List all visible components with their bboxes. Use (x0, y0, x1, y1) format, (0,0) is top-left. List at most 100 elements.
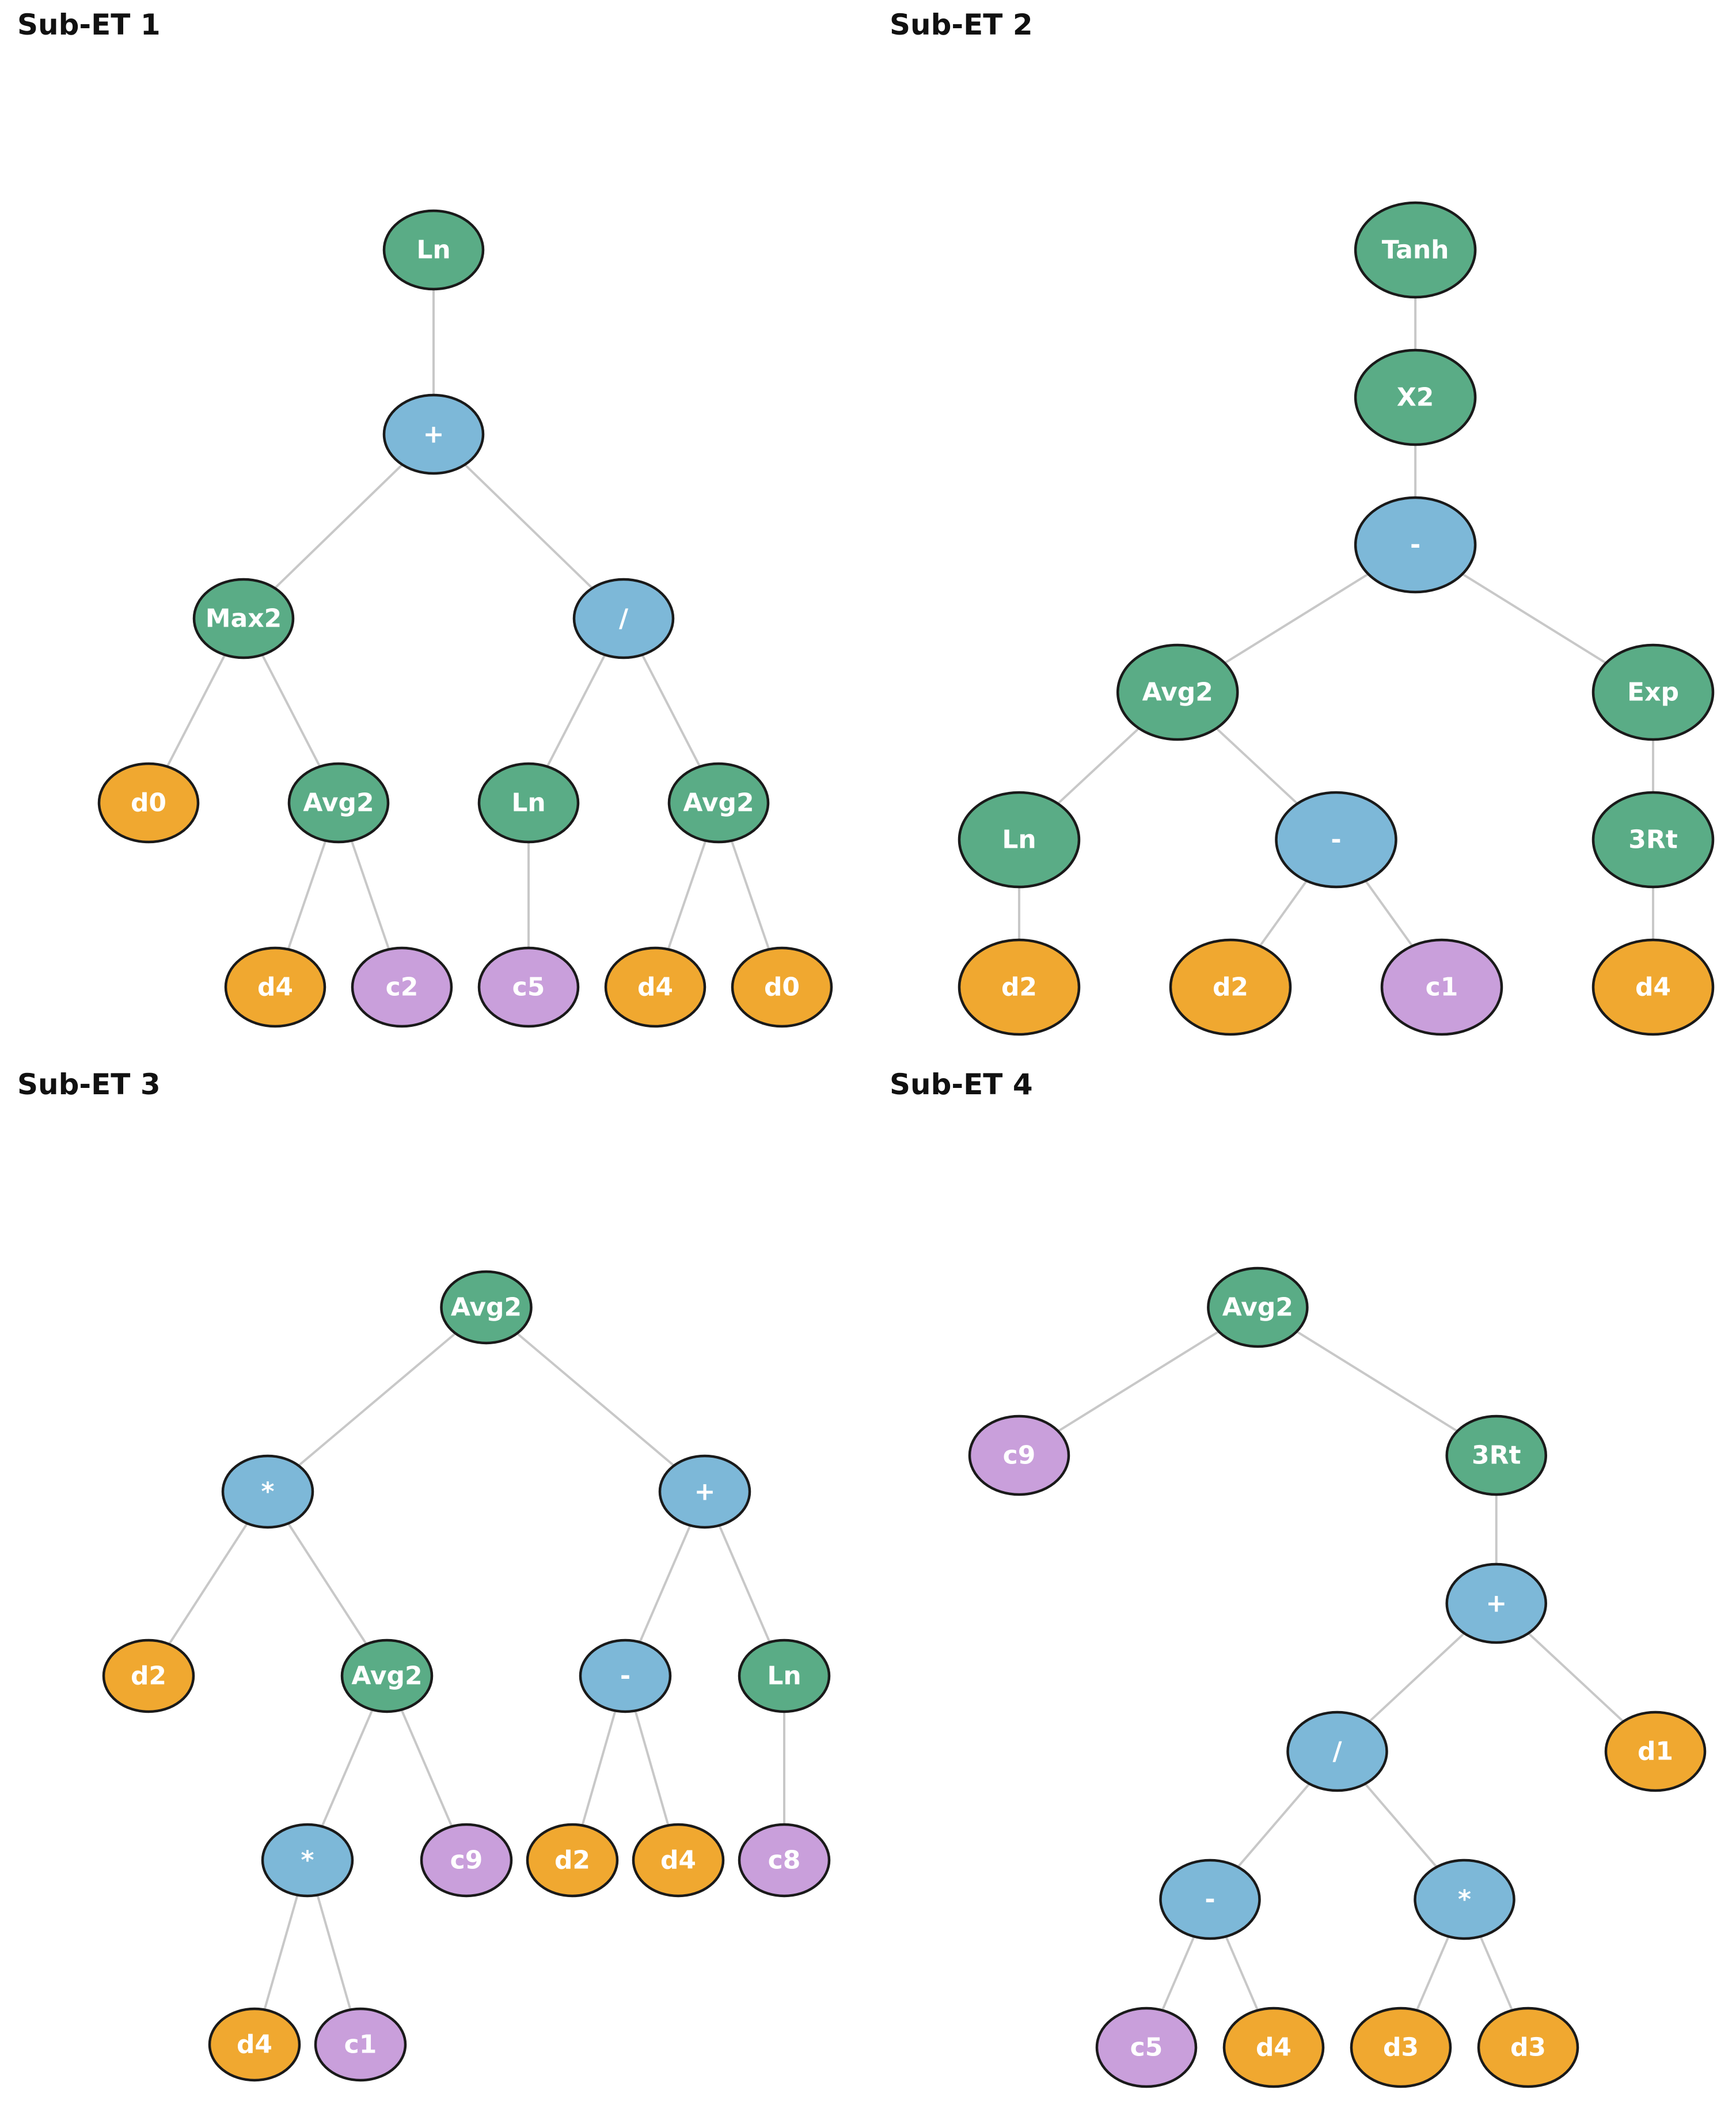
node-label: d3 (1510, 2033, 1546, 2062)
node-max2: Max2 (192, 578, 295, 659)
node-shape-function (667, 762, 770, 844)
node-label: c5 (1130, 2033, 1163, 2062)
node-label: * (1458, 1885, 1471, 1914)
tree-edge (1479, 1936, 1514, 2011)
node-c5: c5 (1095, 2007, 1198, 2088)
tree-edge (287, 1523, 368, 1645)
tree-edge (263, 1894, 299, 2011)
tree-edge (1057, 1330, 1220, 1432)
node-shape-operator (572, 578, 675, 659)
node-label: d4 (1256, 2033, 1291, 2062)
node-shape-variable (958, 938, 1081, 1036)
node-d4: d4 (632, 1823, 725, 1898)
node-avg2: Avg2 (287, 762, 390, 844)
node-shape-operator (261, 1823, 354, 1898)
node-shape-variable (526, 1823, 619, 1898)
tree-edge (261, 654, 321, 767)
node-divide: / (1286, 1710, 1388, 1792)
tree-edge (634, 1710, 670, 1826)
node-avg2: Avg2 (440, 1270, 533, 1345)
node-label: d1 (1638, 1737, 1673, 1766)
node-exp: Exp (1591, 643, 1715, 741)
node-label: / (1332, 1737, 1342, 1766)
node-label: Ln (511, 788, 545, 818)
node-shape-function (477, 762, 580, 844)
node-times: * (1414, 1859, 1515, 1940)
edge-layer (1018, 297, 1654, 947)
tree-edge (1365, 880, 1414, 947)
tree-edge (1259, 880, 1308, 947)
tree-edge (1461, 572, 1607, 665)
node-shape-variable (604, 946, 706, 1028)
node-label: c9 (450, 1846, 483, 1875)
node-avg2: Avg2 (667, 762, 770, 844)
node-c1: c1 (314, 2007, 407, 2082)
node-shape-operator (1445, 1562, 1547, 1644)
node-shape-operator (1354, 496, 1477, 594)
node-minus: - (1354, 496, 1477, 594)
tree-edge (667, 840, 707, 950)
node-shape-operator (658, 1454, 751, 1529)
node-plus: + (658, 1454, 751, 1529)
node-label: d2 (1213, 973, 1248, 1002)
node-avg2: Avg2 (340, 1639, 434, 1713)
node-label: d4 (660, 1846, 696, 1875)
node-shape-operator (1414, 1859, 1515, 1940)
node-label: d0 (131, 788, 166, 818)
node-d2: d2 (1169, 938, 1292, 1036)
node-label: Avg2 (451, 1293, 522, 1322)
node-d4: d4 (1591, 938, 1715, 1036)
node-label: Exp (1627, 678, 1679, 707)
node-shape-constant (738, 1823, 831, 1898)
node-shape-variable (1604, 1710, 1707, 1792)
node-label: c1 (344, 2030, 377, 2060)
node-shape-function (1591, 791, 1715, 889)
node-d0: d0 (97, 762, 200, 844)
panel-title: Sub-ET 2 (890, 8, 1033, 41)
node-label: c8 (768, 1846, 801, 1875)
node-divide: / (572, 578, 675, 659)
node-label: c9 (1003, 1441, 1036, 1470)
node-label: + (694, 1477, 716, 1507)
node-label: Avg2 (351, 1662, 422, 1691)
node-label: d2 (554, 1846, 590, 1875)
node-label: d4 (637, 973, 673, 1002)
tree-edge (1161, 1936, 1195, 2011)
node-shape-function (1207, 1266, 1309, 1348)
node-shape-function (287, 762, 390, 844)
node-shape-operator (1275, 791, 1397, 889)
panel-title: Sub-ET 3 (17, 1068, 161, 1101)
tree-edge (298, 1332, 457, 1467)
node-label: - (1205, 1885, 1215, 1914)
node-shape-operator (382, 393, 485, 475)
node-c1: c1 (1380, 938, 1503, 1036)
node-shape-function (1354, 201, 1477, 299)
node-d3: d3 (1477, 2007, 1579, 2088)
node-label: Tanh (1382, 236, 1449, 265)
tree-edge (1215, 727, 1298, 805)
node-shape-variable (1350, 2007, 1452, 2088)
node-label: Avg2 (1222, 1293, 1293, 1322)
node-shape-function (382, 209, 485, 291)
panel-title: Sub-ET 4 (890, 1068, 1033, 1101)
edge-layer (1057, 1330, 1624, 2011)
node-label: Ln (767, 1662, 801, 1691)
node-shape-function (1445, 1414, 1547, 1496)
node-ln: Ln (738, 1639, 831, 1713)
node-shape-operator (579, 1639, 672, 1713)
node-avg2: Avg2 (1207, 1266, 1309, 1348)
node-label: Ln (1002, 825, 1036, 855)
node-label: Avg2 (303, 788, 374, 818)
node-label: d2 (1001, 973, 1037, 1002)
node-minus: - (1159, 1859, 1261, 1940)
edge-layer (166, 289, 770, 950)
tree-edge (1057, 727, 1140, 805)
node-label: * (301, 1846, 314, 1875)
node-label: 3Rt (1472, 1441, 1521, 1470)
tree-edge (546, 654, 606, 767)
node-label: / (619, 604, 629, 634)
tree-edge (168, 1523, 249, 1645)
node-shape-variable (97, 762, 200, 844)
node-shape-operator (1159, 1859, 1261, 1940)
